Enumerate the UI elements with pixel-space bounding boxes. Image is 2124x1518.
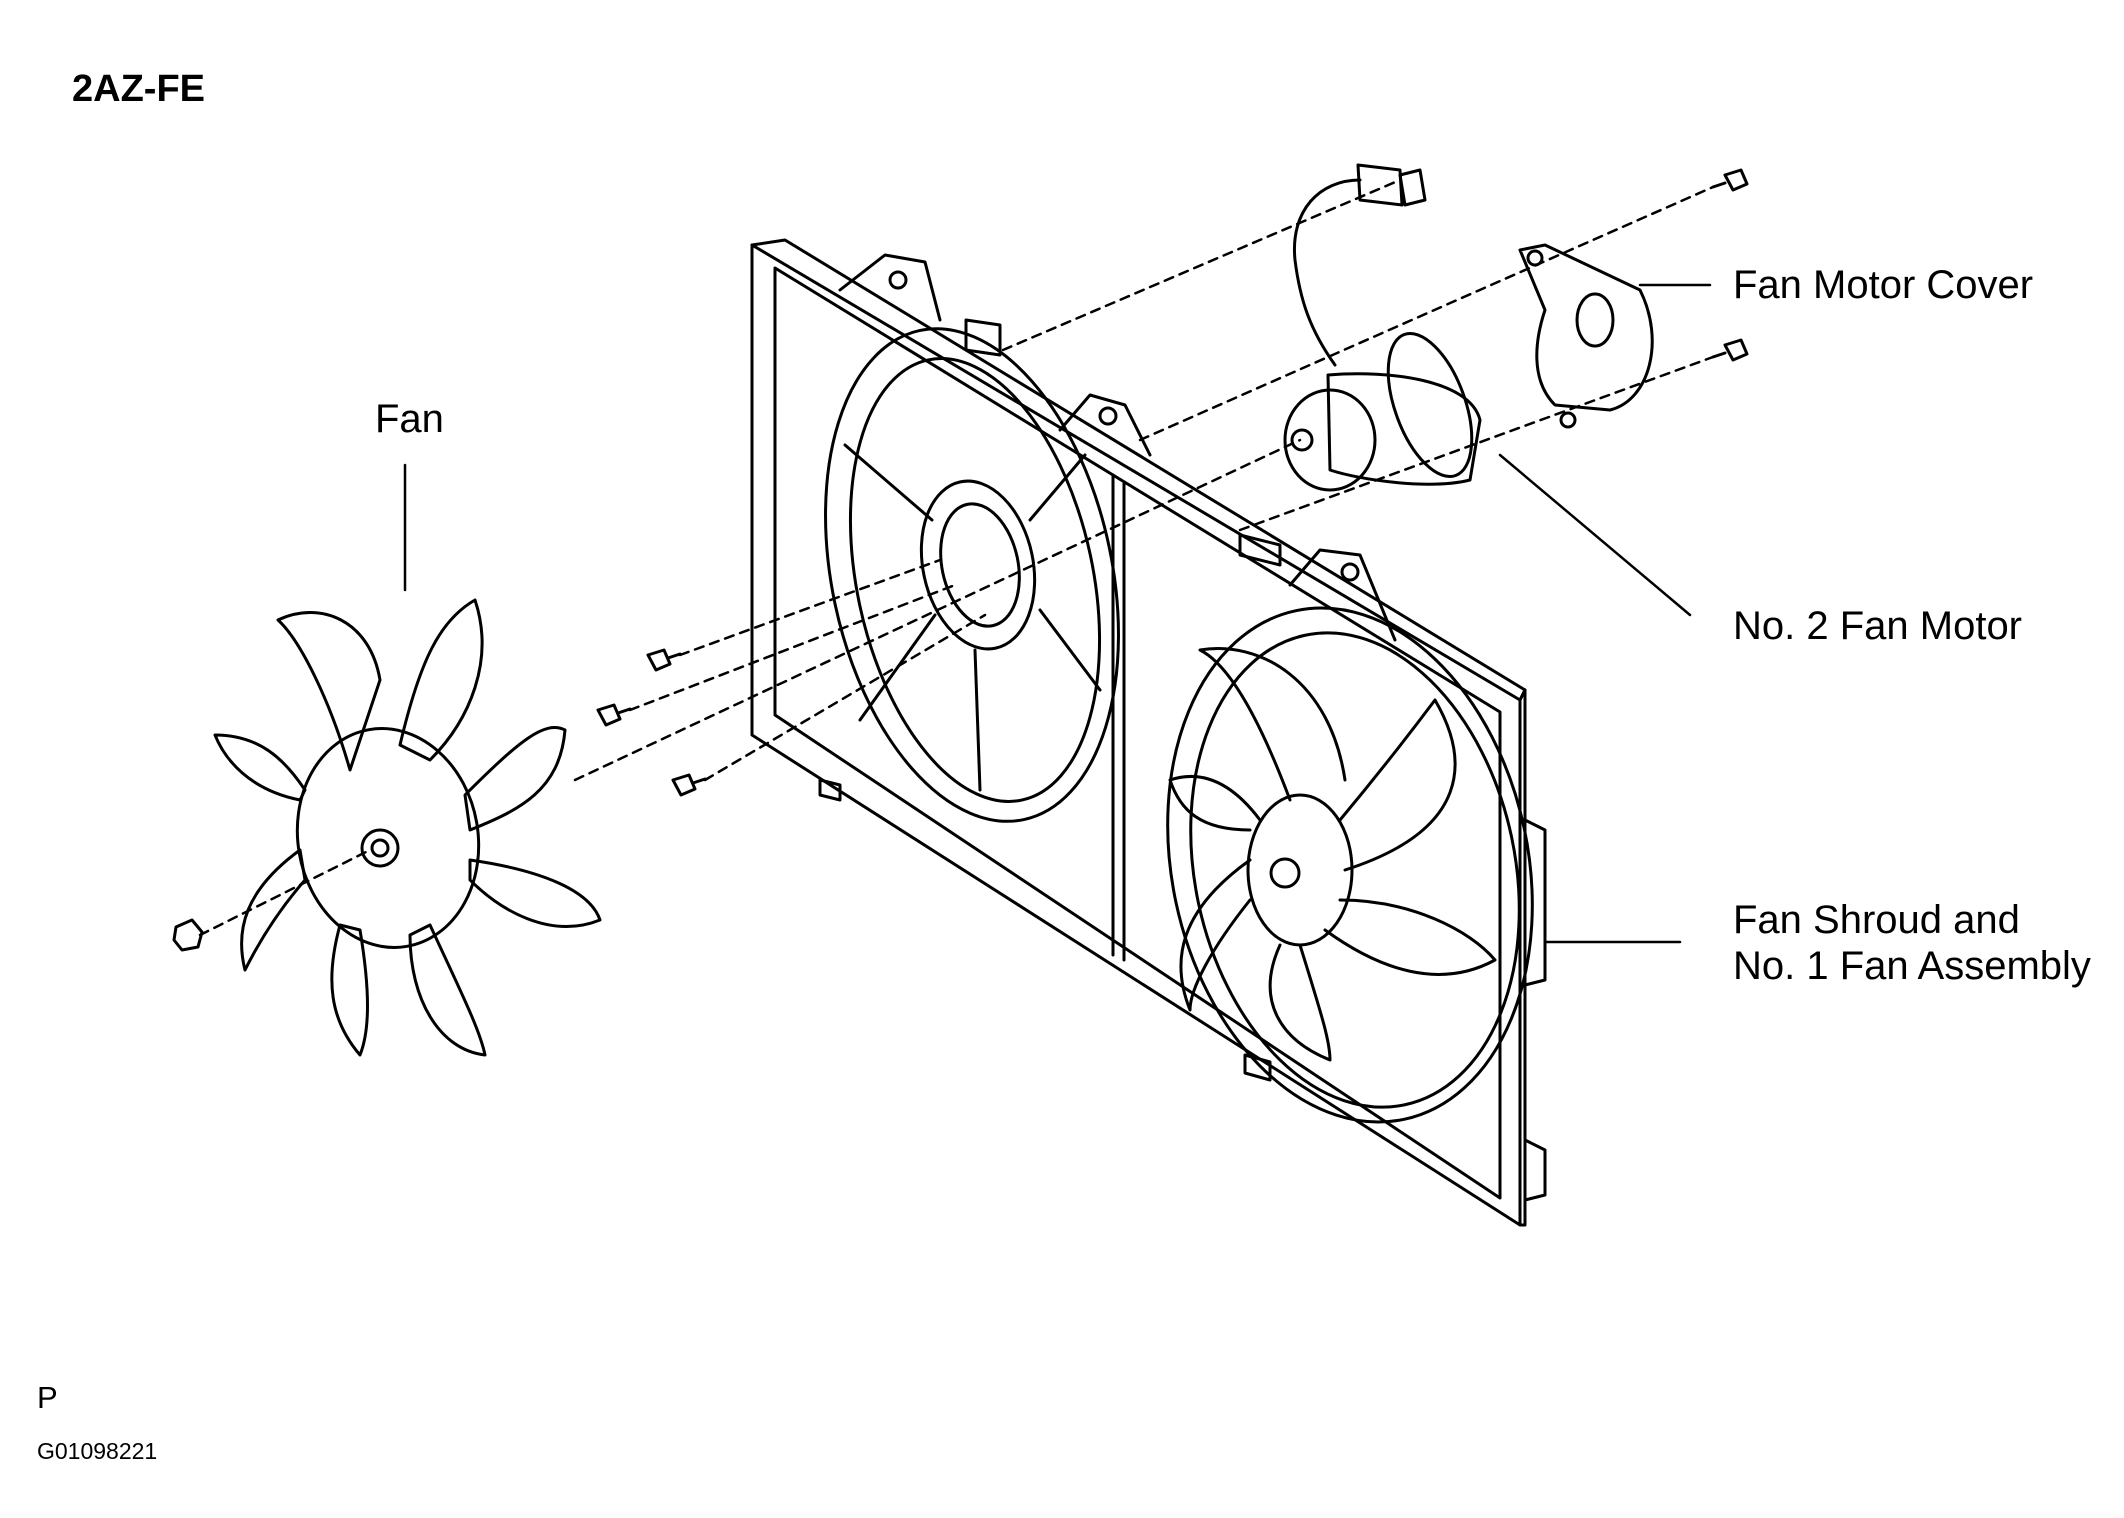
fan-nut	[172, 918, 204, 952]
footer-letter: P	[37, 1380, 58, 1415]
fan-motor-cover-part	[1518, 243, 1654, 429]
no2-fan-motor-label: No. 2 Fan Motor	[1733, 604, 2023, 648]
fan-shroud-assembly	[750, 238, 1547, 1227]
fan-motor-cover-label: Fan Motor Cover	[1733, 263, 2034, 307]
assembly-lines	[198, 178, 1715, 937]
fan-shroud-label: Fan Shroud and No. 1 Fan Assembly	[1733, 897, 2091, 989]
fan-blade-part	[213, 598, 602, 1057]
fan-shroud-label-line1: Fan Shroud and	[1733, 898, 2020, 942]
figure-code: G01098221	[37, 1438, 158, 1464]
no2-fan-motor-part	[1283, 163, 1482, 492]
screws	[596, 168, 1749, 797]
engine-code-title: 2AZ-FE	[72, 68, 205, 110]
leader-lines	[403, 283, 1712, 944]
fan-label: Fan	[375, 397, 444, 441]
fan-shroud-label-line2: No. 1 Fan Assembly	[1733, 944, 2091, 988]
